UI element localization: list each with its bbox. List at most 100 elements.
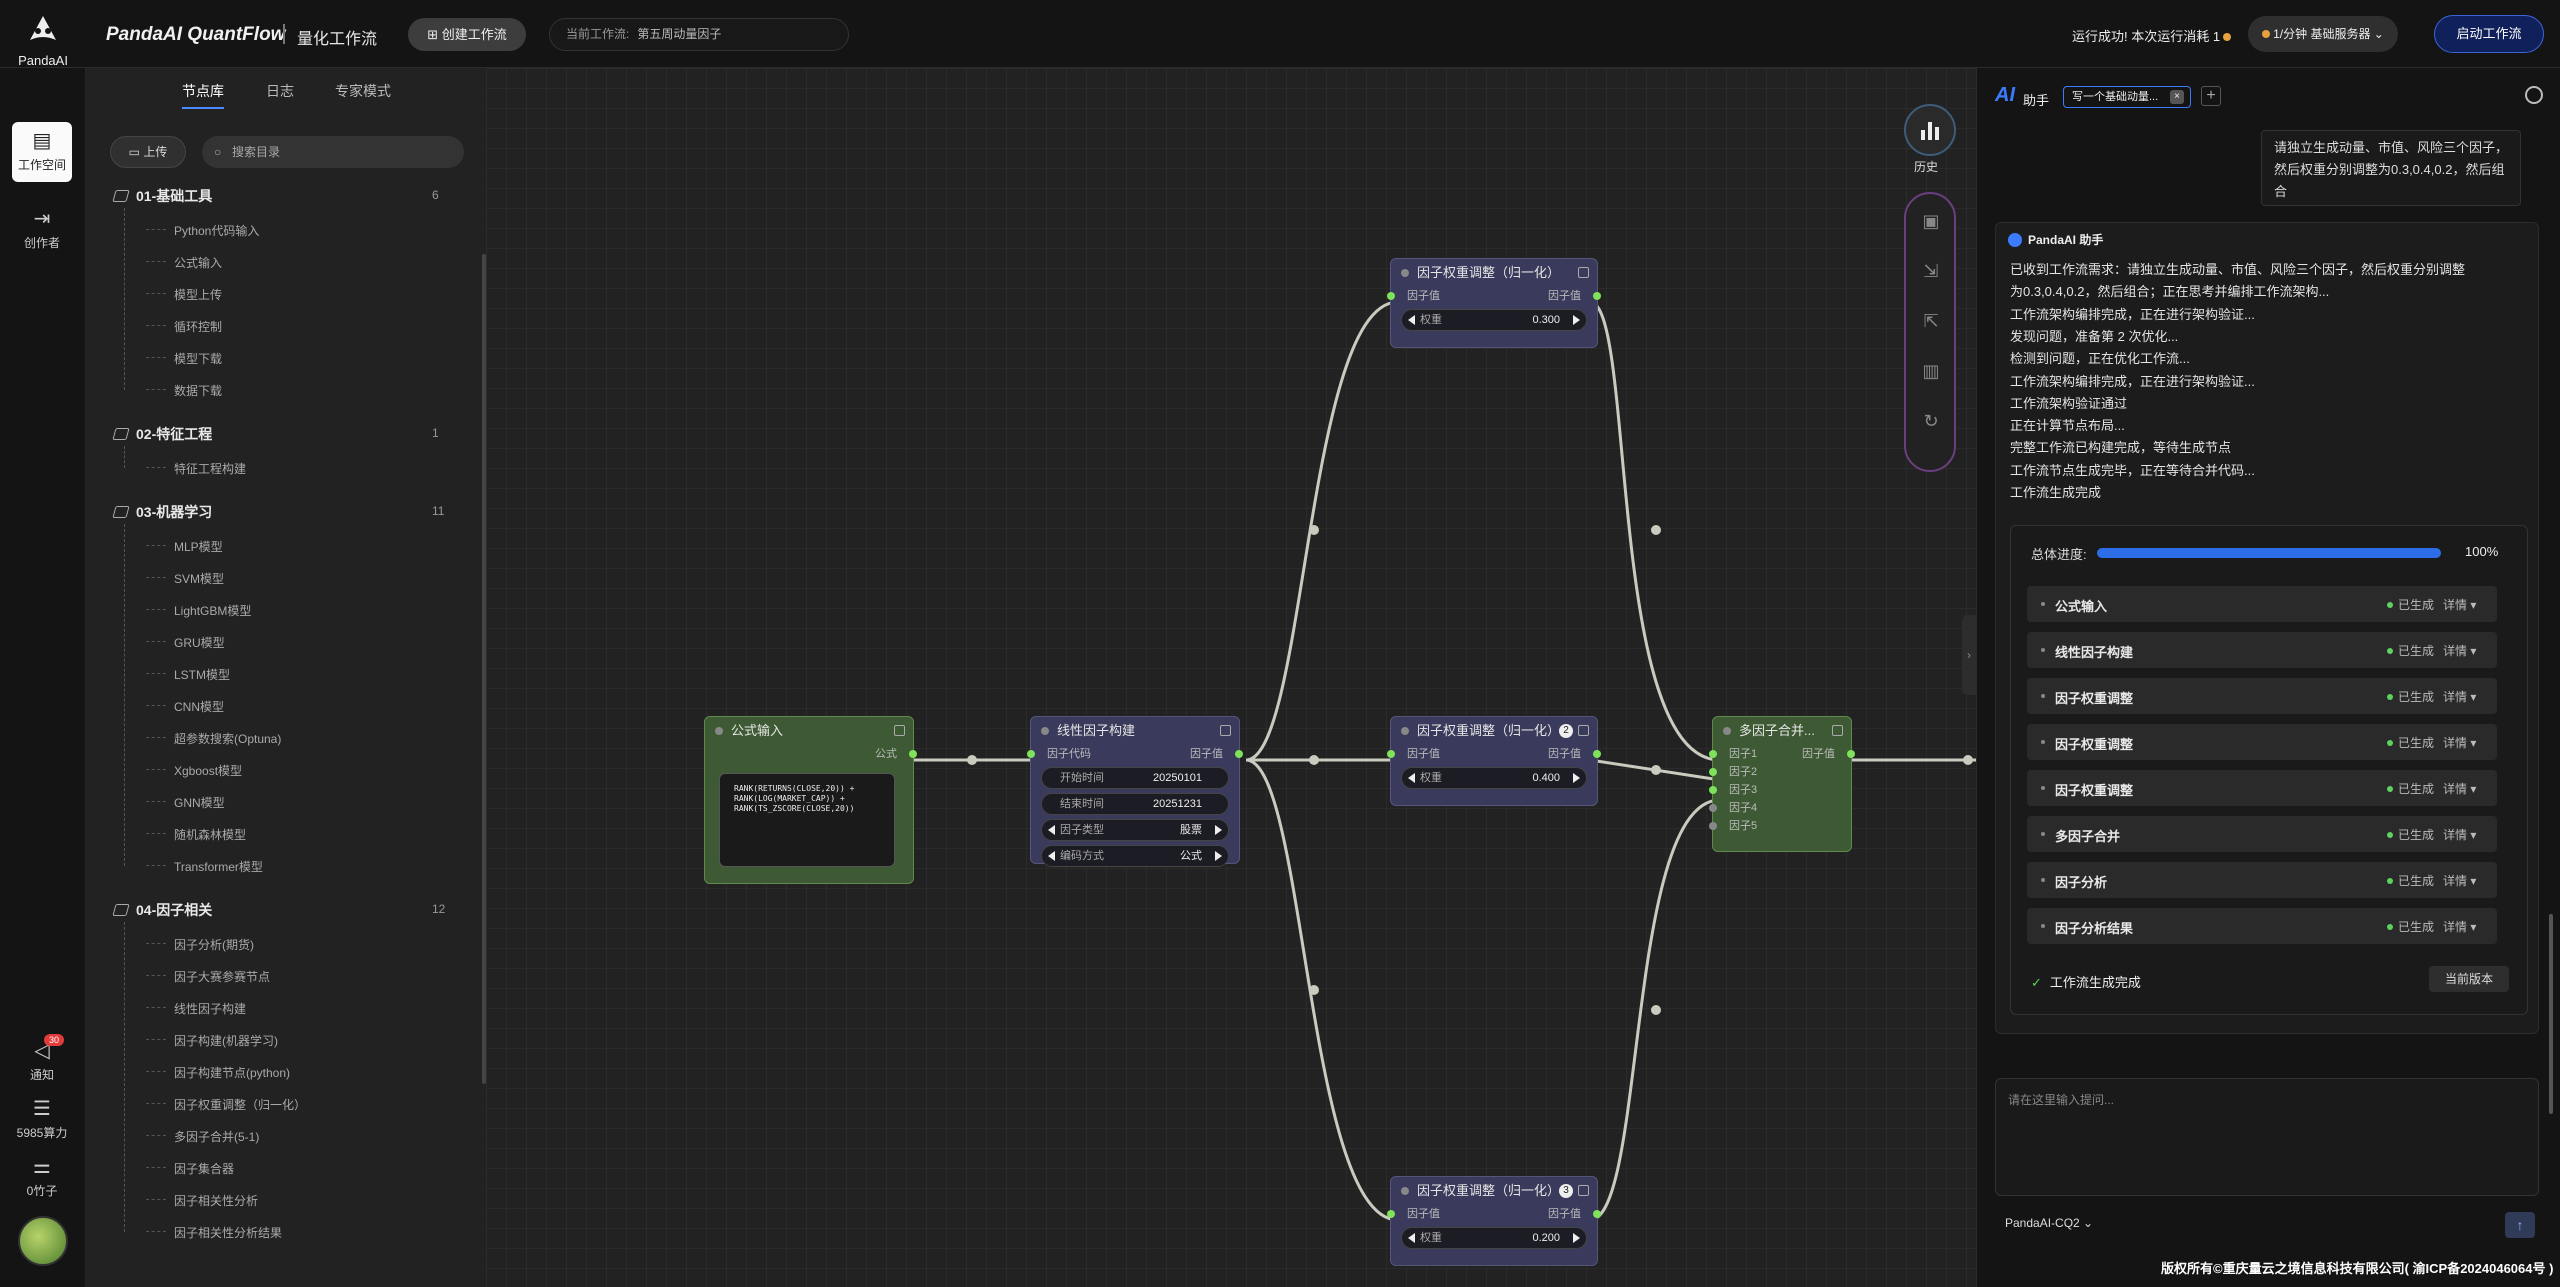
library-item[interactable]: MLP模型 xyxy=(146,540,223,554)
library-item[interactable]: 因子大赛参赛节点 xyxy=(145,970,271,984)
library-item[interactable]: 数据下载 xyxy=(145,384,223,398)
import-icon[interactable]: ⇱ xyxy=(1923,311,1939,331)
category-header[interactable]: 03-机器学习 xyxy=(112,502,212,522)
input-port[interactable] xyxy=(1709,768,1717,776)
output-port[interactable] xyxy=(909,750,917,758)
step-row[interactable]: 线性因子构建已生成详情 ▾ xyxy=(2027,632,2497,668)
category-header[interactable]: 01-基础工具 xyxy=(112,186,212,206)
clock-icon[interactable] xyxy=(2525,86,2543,104)
step-detail-toggle[interactable]: 详情 ▾ xyxy=(2443,644,2477,658)
tab-log[interactable]: 日志 xyxy=(266,83,294,99)
library-item[interactable]: LightGBM模型 xyxy=(145,604,252,618)
upload-button[interactable]: ▭ 上传 xyxy=(110,136,186,168)
library-item[interactable]: 特征工程构建 xyxy=(145,462,247,476)
start-workflow-button[interactable]: 启动工作流 xyxy=(2434,15,2544,53)
library-item[interactable]: SVM模型 xyxy=(145,572,225,586)
library-item[interactable]: 因子构建(机器学习) xyxy=(146,1034,278,1048)
refresh-icon[interactable]: ↻ xyxy=(1923,411,1939,431)
arrow-left-icon[interactable] xyxy=(1048,851,1055,861)
step-row[interactable]: 因子权重调整已生成详情 ▾ xyxy=(2027,678,2497,714)
tab-node-library[interactable]: 节点库 xyxy=(182,83,224,109)
library-item[interactable]: 因子相关性分析 xyxy=(145,1194,259,1208)
input-port[interactable] xyxy=(1387,750,1395,758)
library-item[interactable]: LSTM模型 xyxy=(145,668,231,682)
arrow-right-icon[interactable] xyxy=(1573,1233,1580,1243)
export-icon[interactable]: ⇲ xyxy=(1923,261,1939,281)
arrow-right-icon[interactable] xyxy=(1573,773,1580,783)
wire-reroute-point[interactable] xyxy=(967,755,977,765)
conversation-tab[interactable]: 写一个基础动量...× xyxy=(2063,86,2191,108)
output-port[interactable] xyxy=(1593,750,1601,758)
search-input[interactable]: ○搜索目录 xyxy=(202,136,464,168)
input-port[interactable] xyxy=(1709,804,1717,812)
input-port[interactable] xyxy=(1709,750,1717,758)
step-detail-toggle[interactable]: 详情 ▾ xyxy=(2443,920,2477,934)
step-row[interactable]: 因子分析已生成详情 ▾ xyxy=(2027,862,2497,898)
collapse-right-panel-button[interactable]: › xyxy=(1962,615,1976,695)
output-port[interactable] xyxy=(1593,1210,1601,1218)
new-conversation-button[interactable]: + xyxy=(2201,86,2221,106)
rail-compute-power[interactable]: ☰5985算力 xyxy=(12,1098,72,1141)
current-workflow-field[interactable]: 当前工作流:第五周动量因子 xyxy=(549,18,849,51)
step-detail-toggle[interactable]: 详情 ▾ xyxy=(2443,874,2477,888)
edit-icon[interactable] xyxy=(1578,1185,1589,1196)
category-header[interactable]: 04-因子相关 xyxy=(112,900,212,920)
input-port[interactable] xyxy=(1387,292,1395,300)
node-formula-input[interactable]: 公式输入 公式 RANK(RETURNS(CLOSE,20)) + RANK(L… xyxy=(704,716,917,884)
history-button[interactable] xyxy=(1904,104,1956,156)
library-item[interactable]: 因子权重调整（归一化） xyxy=(145,1098,307,1112)
create-workflow-button[interactable]: ⊞ 创建工作流 xyxy=(408,18,526,51)
wire-reroute-point[interactable] xyxy=(1651,765,1661,775)
step-row[interactable]: 因子权重调整已生成详情 ▾ xyxy=(2027,770,2497,806)
step-row[interactable]: 公式输入已生成详情 ▾ xyxy=(2027,586,2497,622)
arrow-left-icon[interactable] xyxy=(1408,1233,1415,1243)
library-item[interactable]: 公式输入 xyxy=(145,256,223,270)
library-item[interactable]: 随机森林模型 xyxy=(145,828,247,842)
rail-bamboo[interactable]: ⚌0竹子 xyxy=(12,1156,72,1199)
step-detail-toggle[interactable]: 详情 ▾ xyxy=(2443,598,2477,612)
rail-workspace[interactable]: ▤工作空间 xyxy=(12,122,72,182)
formula-code[interactable]: RANK(RETURNS(CLOSE,20)) + RANK(LOG(MARKE… xyxy=(719,773,895,867)
edit-icon[interactable] xyxy=(1578,725,1589,736)
user-avatar[interactable] xyxy=(18,1216,68,1266)
library-item[interactable]: 模型下载 xyxy=(145,352,223,366)
input-port[interactable] xyxy=(1027,750,1035,758)
arrow-right-icon[interactable] xyxy=(1215,851,1222,861)
library-item[interactable]: 因子分析(期货) xyxy=(146,938,254,952)
step-detail-toggle[interactable]: 详情 ▾ xyxy=(2443,782,2477,796)
input-port[interactable] xyxy=(1709,822,1717,830)
library-item[interactable]: 循环控制 xyxy=(145,320,223,334)
prompt-input[interactable]: 请在这里输入提问... xyxy=(1995,1078,2539,1196)
arrow-left-icon[interactable] xyxy=(1048,825,1055,835)
wire-reroute-point[interactable] xyxy=(1963,755,1973,765)
app-logo[interactable]: PandaAI xyxy=(12,14,74,68)
library-item[interactable]: CNN模型 xyxy=(146,700,224,714)
library-item[interactable]: 线性因子构建 xyxy=(145,1002,247,1016)
edit-icon[interactable] xyxy=(1832,725,1843,736)
output-port[interactable] xyxy=(1235,750,1243,758)
wire-reroute-point[interactable] xyxy=(1309,525,1319,535)
library-item[interactable]: 多因子合并(5-1) xyxy=(145,1130,260,1144)
step-row[interactable]: 多因子合并已生成详情 ▾ xyxy=(2027,816,2497,852)
step-detail-toggle[interactable]: 详情 ▾ xyxy=(2443,736,2477,750)
close-icon[interactable]: × xyxy=(2170,90,2184,104)
arrow-left-icon[interactable] xyxy=(1408,773,1415,783)
workflow-canvas[interactable]: 公式输入 公式 RANK(RETURNS(CLOSE,20)) + RANK(L… xyxy=(486,68,1976,1287)
model-select[interactable]: PandaAI-CQ2 ⌄ xyxy=(2005,1216,2093,1230)
library-item[interactable]: 因子构建节点(python) xyxy=(145,1066,291,1080)
factor-type-select[interactable]: 因子类型股票 xyxy=(1041,819,1229,841)
step-detail-toggle[interactable]: 详情 ▾ xyxy=(2443,828,2477,842)
wire-reroute-point[interactable] xyxy=(1651,1005,1661,1015)
library-item[interactable]: 因子相关性分析结果 xyxy=(145,1226,283,1240)
wire-reroute-point[interactable] xyxy=(1309,755,1319,765)
assistant-scrollbar[interactable] xyxy=(2549,914,2553,1114)
current-version-button[interactable]: 当前版本 xyxy=(2429,966,2509,992)
tab-expert-mode[interactable]: 专家模式 xyxy=(335,83,391,99)
